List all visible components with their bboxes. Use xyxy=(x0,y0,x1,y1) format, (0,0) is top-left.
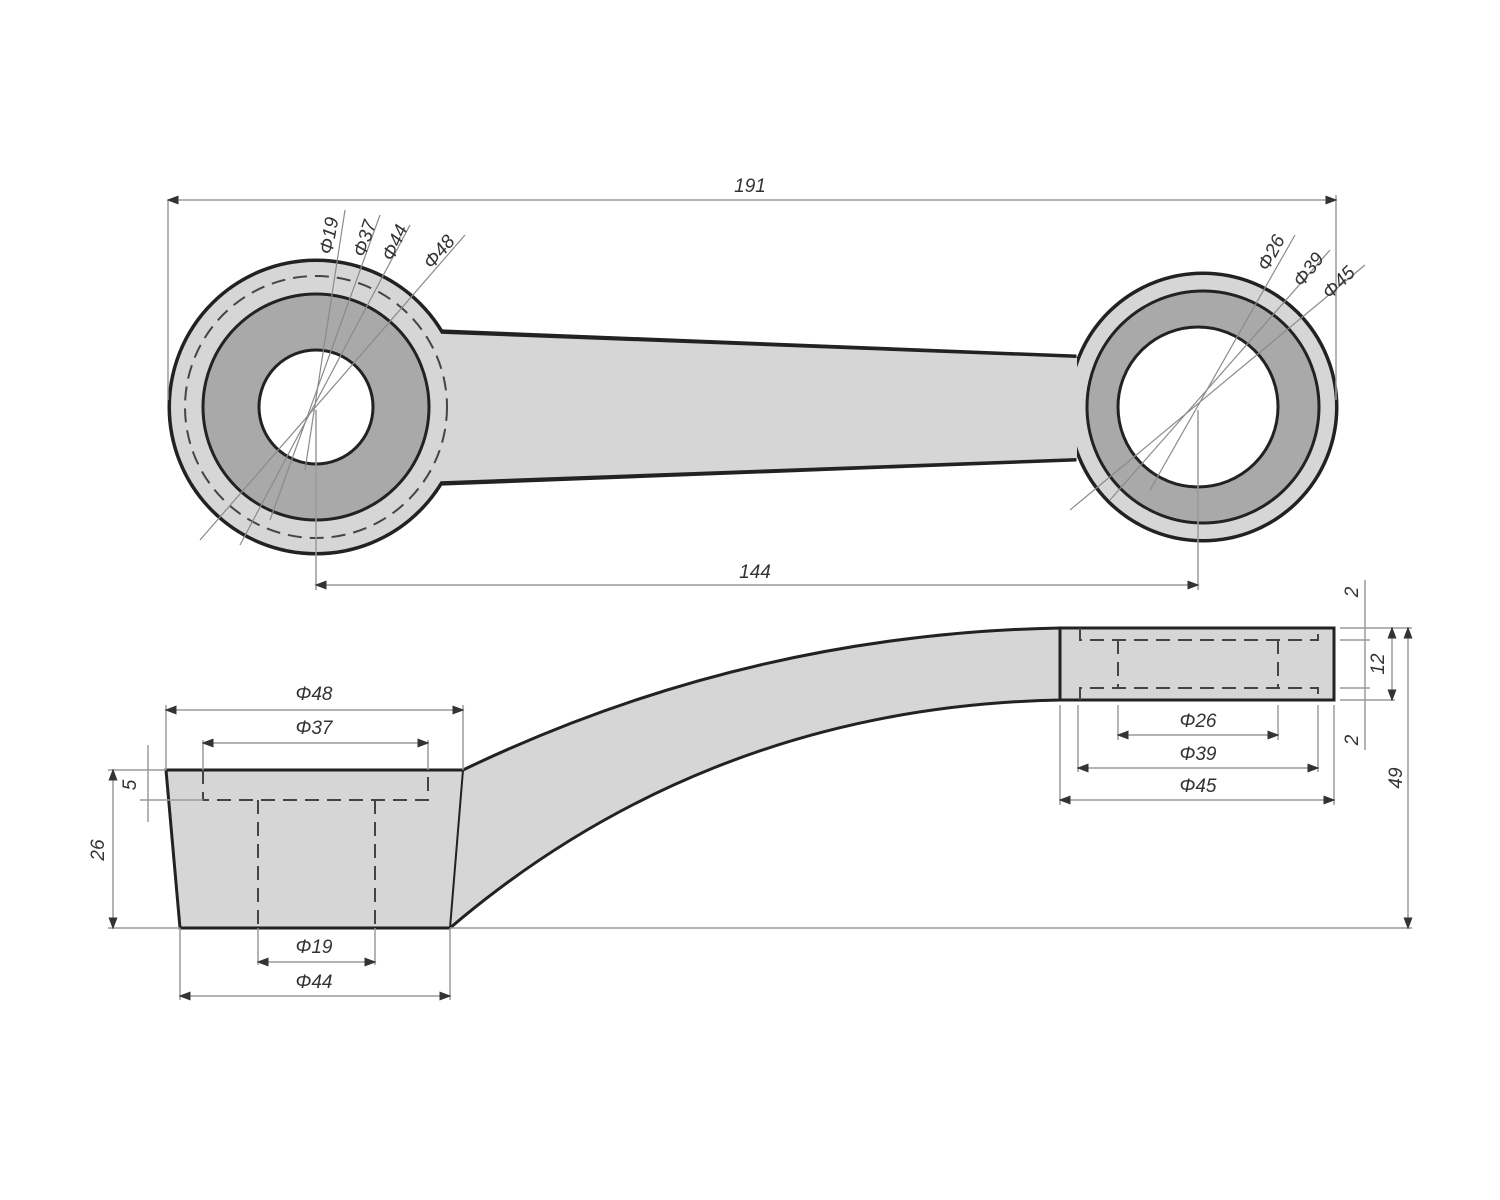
dim-center-distance: 144 xyxy=(739,562,771,583)
side-body xyxy=(164,626,1062,930)
dim-side-d48: Φ48 xyxy=(295,684,332,705)
dim-height-26: 26 xyxy=(88,839,109,862)
dim-right-outer-d45: Φ45 xyxy=(1179,776,1216,797)
dim-side-d37: Φ37 xyxy=(295,718,333,739)
left-diameter-leaders xyxy=(199,209,466,546)
top-view: 191 144 Φ19 Φ37 Φ44 Φ48 Φ26 Φ39 Φ45 xyxy=(166,176,1366,590)
dim-step-bottom-2: 2 xyxy=(1342,734,1363,746)
dim-right-d45: Φ45 xyxy=(1319,262,1360,303)
dim-right-recess-d39: Φ39 xyxy=(1179,744,1216,765)
right-boss xyxy=(1058,626,1336,702)
side-view: Φ48 Φ37 Φ19 Φ44 26 5 Φ26 Φ39 Φ45 12 2 2 … xyxy=(88,580,1413,1001)
right-diameter-leaders xyxy=(1069,234,1366,511)
dim-depth-5: 5 xyxy=(120,779,141,790)
dim-step-top-2: 2 xyxy=(1342,586,1363,598)
dim-left-d37: Φ37 xyxy=(350,216,382,259)
dim-side-d19: Φ19 xyxy=(295,937,332,958)
dim-thickness-12: 12 xyxy=(1368,653,1389,675)
dim-right-bore-d26: Φ26 xyxy=(1179,711,1216,732)
dim-total-height-49: 49 xyxy=(1386,767,1407,789)
dim-side-d44: Φ44 xyxy=(295,972,332,993)
dim-left-d48: Φ48 xyxy=(420,231,460,273)
dim-overall-length: 191 xyxy=(734,176,766,197)
dim-left-d44: Φ44 xyxy=(378,222,412,264)
